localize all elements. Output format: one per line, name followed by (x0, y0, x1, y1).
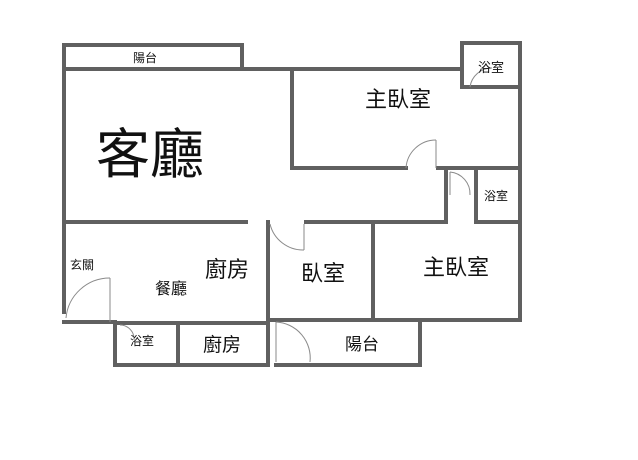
label-bathroom-top-right: 浴室 (478, 60, 504, 76)
label-kitchen-top: 廚房 (205, 258, 249, 283)
label-bathroom-bottom-left: 浴室 (130, 333, 154, 348)
label-entrance: 玄關 (70, 257, 94, 272)
label-bathroom-mid-right: 浴室 (484, 188, 508, 203)
master-bedroom-top-bottom-wall (436, 85, 522, 170)
master-bedroom-top-left-wall (290, 67, 408, 170)
door-kitchen-balcony (275, 321, 311, 363)
door-bathroom-bottom-left (119, 324, 135, 341)
bathroom-mid-right-wall (474, 166, 522, 224)
label-living-room: 客廳 (96, 123, 204, 186)
doors (65, 67, 493, 363)
walls (62, 41, 522, 367)
right-outer-wall (418, 220, 522, 322)
door-bedroom (269, 223, 305, 251)
bathroom-bottom-left-wall (113, 321, 180, 367)
door-bathroom-mid (449, 171, 471, 196)
door-bathroom-top-right (469, 67, 493, 88)
label-balcony-bottom: 陽台 (345, 335, 379, 355)
label-master-bedroom-top: 主臥室 (365, 88, 431, 113)
label-bedroom: 臥室 (301, 262, 345, 287)
balcony-bottom-wall (274, 318, 422, 367)
bathroom-top-right-wall (460, 41, 522, 89)
door-master-bedroom-top (405, 139, 437, 169)
label-kitchen-bottom: 廚房 (203, 333, 241, 356)
label-master-bedroom-bottom: 主臥室 (423, 256, 489, 281)
balcony-top-wall (62, 43, 244, 71)
room-labels: 陽台 浴室 主臥室 客廳 浴室 廚房 臥室 主臥室 玄關 餐廳 浴室 廚房 陽台 (70, 50, 508, 356)
door-entrance (65, 277, 111, 319)
label-balcony-top: 陽台 (133, 50, 157, 65)
label-dining-room: 餐廳 (155, 279, 187, 298)
